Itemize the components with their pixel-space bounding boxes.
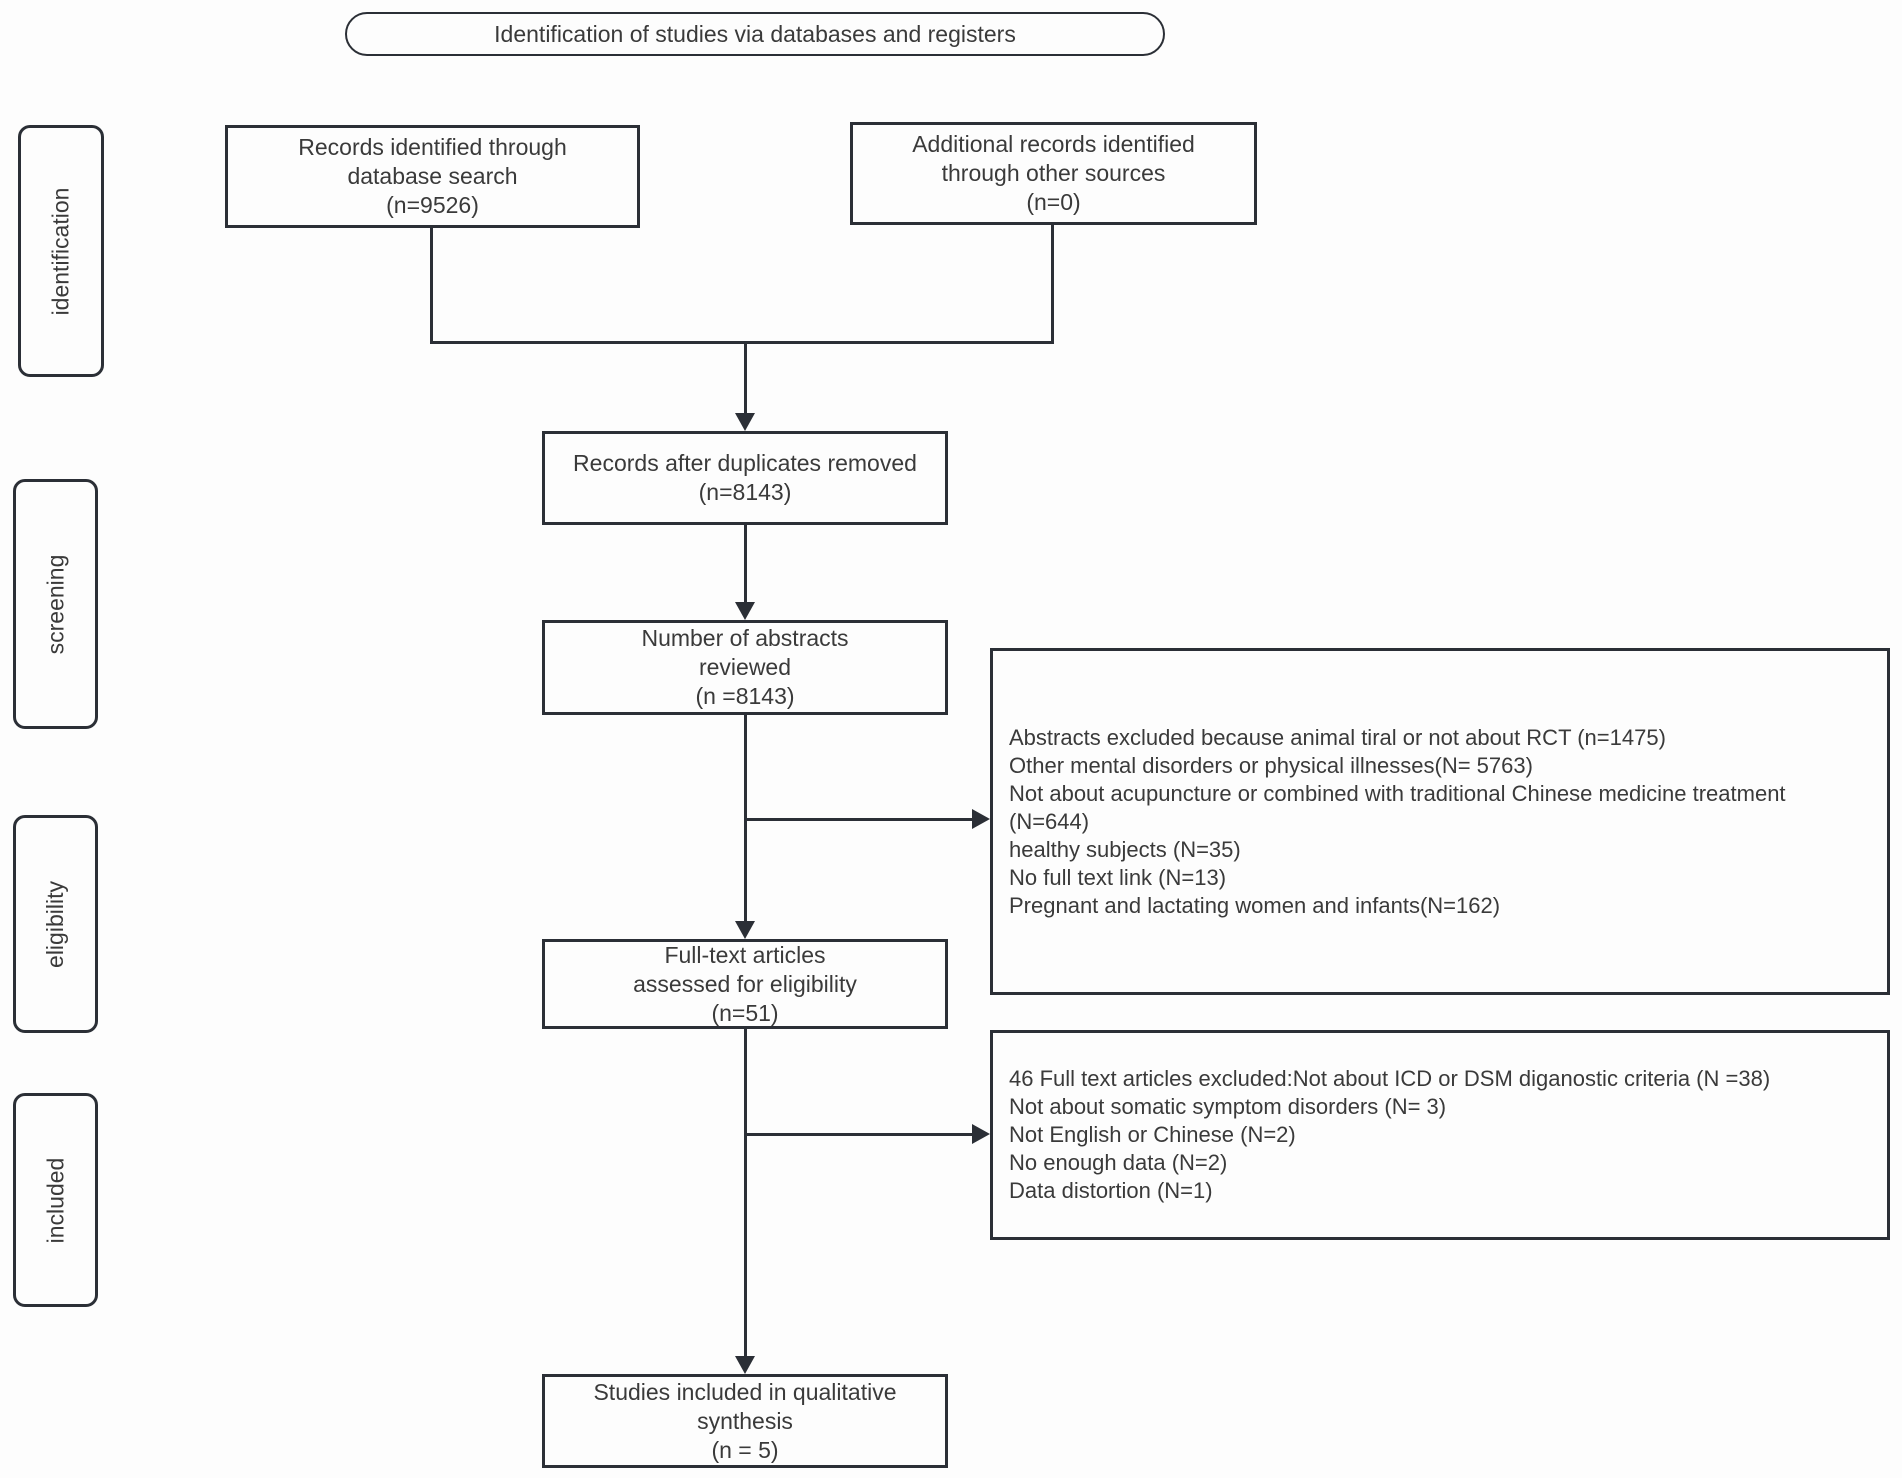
exclusion-line: No enough data (N=2)	[1009, 1150, 1228, 1175]
flow-box-line: Records after duplicates removed	[573, 450, 917, 476]
stage-label-screening: screening	[13, 479, 98, 729]
flow-box-records-identified: Records identified through database sear…	[225, 125, 640, 228]
connector-merge-horizontal	[430, 341, 1054, 344]
exclusion-line: Data distortion (N=1)	[1009, 1178, 1213, 1203]
exclusion-box-abstracts: Abstracts excluded because animal tiral …	[990, 648, 1890, 995]
flow-box-additional-records: Additional records identified through ot…	[850, 122, 1257, 225]
flow-box-abstracts-reviewed: Number of abstracts reviewed (n =8143)	[542, 620, 948, 715]
exclusion-line: No full text link (N=13)	[1009, 864, 1227, 890]
exclusion-line: 46 Full text articles excluded:Not about…	[1009, 1066, 1771, 1091]
connector-to-duplicates-removed	[744, 341, 747, 415]
diagram-title: Identification of studies via databases …	[494, 20, 1016, 47]
stage-label-text: screening	[42, 554, 69, 654]
exclusion-line: Not about somatic symptom disorders (N= …	[1009, 1094, 1447, 1119]
arrowhead-down-icon	[735, 602, 755, 620]
stage-label-eligibility: eligibility	[13, 815, 98, 1033]
diagram-title-pill: Identification of studies via databases …	[345, 12, 1165, 56]
flow-box-line: through other sources	[941, 160, 1166, 186]
flow-box-line: (n=51)	[711, 999, 779, 1026]
stage-label-included: included	[13, 1093, 98, 1307]
arrowhead-right-icon	[972, 1124, 990, 1144]
stage-label-text: identification	[47, 187, 74, 315]
stage-label-text: included	[42, 1157, 68, 1243]
exclusion-line: Pregnant and lactating women and infants…	[1009, 892, 1501, 918]
flow-box-line: Studies included in qualitative	[593, 1378, 897, 1405]
flow-box-line: (n=9526)	[386, 192, 479, 218]
connector-to-studies-included	[744, 1029, 747, 1358]
flow-box-line: synthesis	[697, 1407, 793, 1434]
stage-label-text: eligibility	[42, 880, 68, 968]
exclusion-line: Abstracts excluded because animal tiral …	[1009, 724, 1666, 750]
arrowhead-right-icon	[972, 809, 990, 829]
flow-box-line: Full-text articles	[664, 941, 826, 968]
exclusion-line: healthy subjects (N=35)	[1009, 836, 1241, 862]
exclusion-line: Not English or Chinese (N=2)	[1009, 1122, 1296, 1147]
flow-box-line: Number of abstracts	[641, 625, 849, 651]
arrowhead-down-icon	[735, 1356, 755, 1374]
exclusion-box-fulltext: 46 Full text articles excluded:Not about…	[990, 1030, 1890, 1240]
flow-box-line: Records identified through	[298, 134, 567, 160]
arrowhead-down-icon	[735, 413, 755, 431]
flow-box-line: (n=8143)	[698, 479, 792, 505]
flow-box-line: (n =8143)	[695, 683, 795, 709]
connector-branch-fulltext-excluded	[744, 1133, 974, 1136]
exclusion-line: Other mental disorders or physical illne…	[1009, 752, 1533, 778]
flow-box-line: database search	[347, 163, 518, 189]
connector-to-abstracts-reviewed	[744, 525, 747, 604]
connector-left-vertical	[430, 228, 433, 341]
exclusion-line: (N=644)	[1009, 808, 1090, 834]
connector-branch-abstracts-excluded	[744, 818, 974, 821]
flow-box-line: (n = 5)	[711, 1436, 779, 1463]
flow-box-line: reviewed	[698, 654, 792, 680]
exclusion-line: Not about acupuncture or combined with t…	[1009, 780, 1786, 806]
flow-box-fulltext-assessed: Full-text articles assessed for eligibil…	[542, 939, 948, 1029]
flow-box-line: (n=0)	[1026, 189, 1081, 215]
flow-box-line: Additional records identified	[912, 131, 1195, 157]
flow-box-line: assessed for eligibility	[633, 970, 857, 997]
flow-box-studies-included: Studies included in qualitative synthesi…	[542, 1374, 948, 1468]
flow-box-duplicates-removed: Records after duplicates removed (n=8143…	[542, 431, 948, 525]
stage-label-identification: identification	[18, 125, 104, 377]
connector-right-vertical	[1051, 225, 1054, 341]
arrowhead-down-icon	[735, 921, 755, 939]
